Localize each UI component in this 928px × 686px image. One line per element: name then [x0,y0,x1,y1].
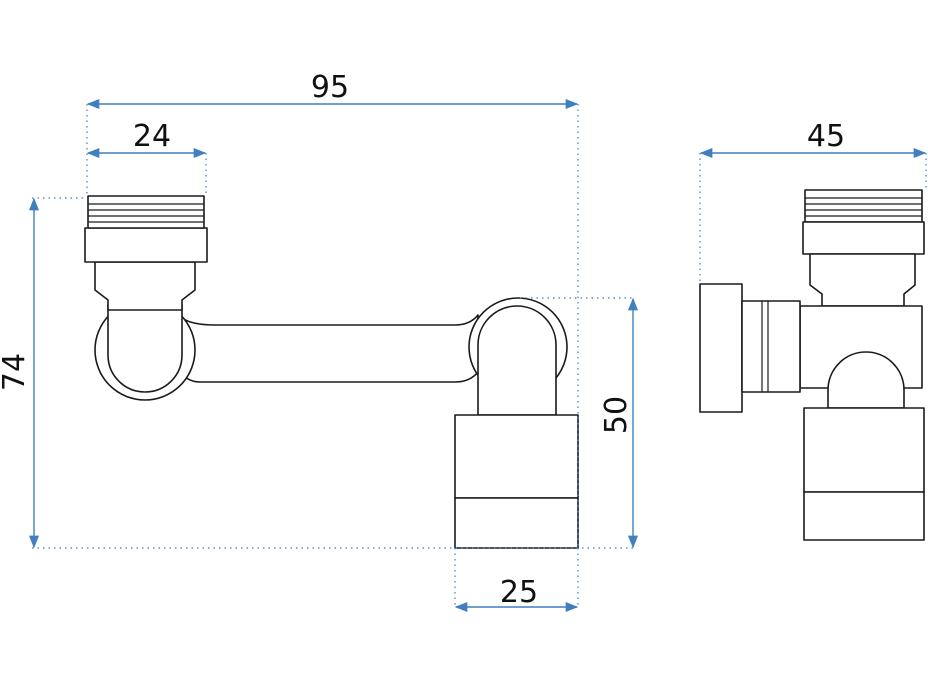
side-inlet-nut [699,283,743,413]
left-neck [94,261,196,311]
side-neck [809,253,916,307]
dimension-label-24: 24 [133,119,171,154]
side-inlet-pipe [741,300,801,393]
connecting-arm [179,314,479,383]
extension-lines [32,104,927,608]
side-thread-nut [802,221,925,255]
dimension-label-45: 45 [807,119,845,154]
right-lower-body [454,414,579,499]
dimension-label-25: 25 [500,575,538,610]
dimension-label-50: 50 [599,396,634,434]
side-thread [804,189,923,223]
dimension-label-74: 74 [0,353,32,391]
side-base-cap [803,491,925,541]
side-thread-lines [805,197,922,217]
right-elbow-body [477,305,557,416]
right-base-cap [454,497,579,549]
side-lower-body [803,407,925,493]
left-elbow-body [107,304,183,393]
dimension-label-95: 95 [311,70,349,105]
side-dome [827,351,905,409]
front-view [84,195,579,549]
left-thread [87,195,205,229]
left-thread-nut [84,227,208,263]
side-view [699,189,925,541]
left-thread-lines [88,203,204,223]
